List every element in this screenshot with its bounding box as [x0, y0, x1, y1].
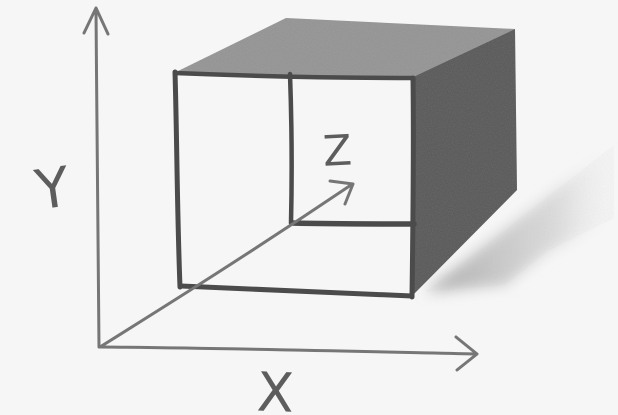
cube-front-right-edge	[412, 78, 413, 297]
z-axis-label: Z	[322, 125, 353, 175]
cube-hidden-vertical-edge	[290, 74, 292, 223]
x-axis-label: X	[256, 360, 295, 415]
cube-hidden-bottom-edge	[292, 223, 414, 224]
